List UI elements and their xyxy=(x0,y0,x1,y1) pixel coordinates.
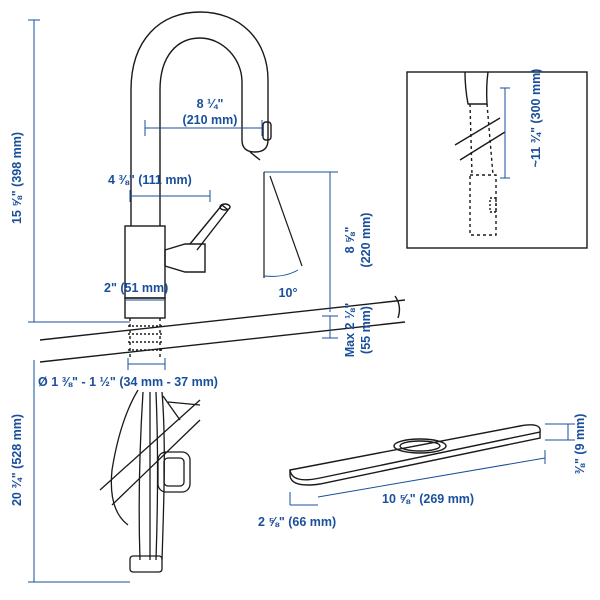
plate-thickness-label: ⅜" (9 mm) xyxy=(573,414,587,475)
dimension-lines xyxy=(28,19,338,583)
hole-diameter-label: Ø 1 ⅜" - 1 ½" (34 mm - 37 mm) xyxy=(38,375,218,389)
total-height-label: 15 ⅝" (398 mm) xyxy=(10,132,24,224)
spout-reach-mm-label: (210 mm) xyxy=(183,113,238,127)
countertop xyxy=(39,295,406,363)
angle-label: 10° xyxy=(279,286,298,300)
body-diameter-label: 2" (51 mm) xyxy=(104,281,168,295)
plate-width-label: 10 ⅝" (269 mm) xyxy=(382,492,474,506)
faucet-drawing xyxy=(124,11,272,360)
deck-plate-dims xyxy=(289,423,575,506)
hose-length-label: 20 ¾" (528 mm) xyxy=(10,414,24,506)
plate-depth-label: 2 ⅝" (66 mm) xyxy=(258,515,336,529)
pullout-label: ~11 ¾" (300 mm) xyxy=(529,69,543,168)
spout-height-mm-label: (220 mm) xyxy=(359,213,373,268)
spout-height-label: 8 ⅝" xyxy=(343,227,357,254)
max-deck-label: Max 2 ⅛" xyxy=(343,303,357,358)
deck-plate xyxy=(289,424,541,486)
pullout-inset: ~11 ¾" (300 mm) xyxy=(406,69,588,249)
max-deck-mm-label: (55 mm) xyxy=(359,306,373,354)
supply-hoses xyxy=(99,389,201,573)
spout-reach-label: 8 ¼" xyxy=(197,97,224,111)
lever-offset-label: 4 ⅜" (111 mm) xyxy=(108,173,192,187)
